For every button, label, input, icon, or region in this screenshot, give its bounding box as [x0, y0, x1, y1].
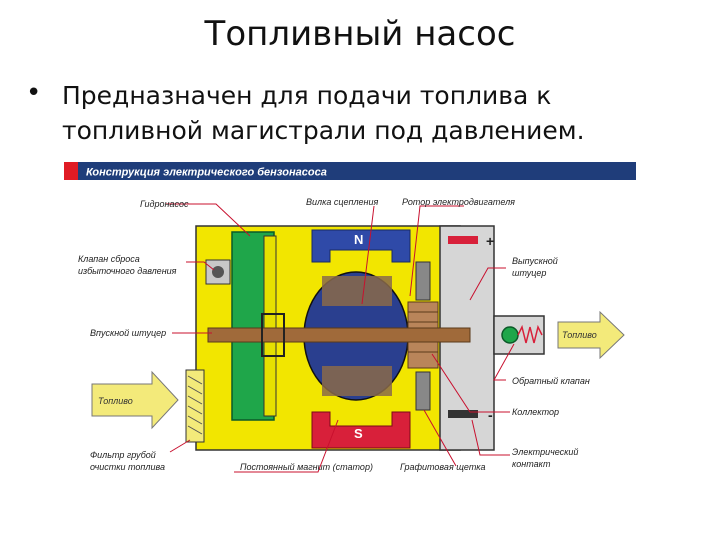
- relief-valve-ball: [212, 266, 224, 278]
- fuel-outlet-label: Топливо: [562, 330, 597, 340]
- coupling-fork: [261, 313, 285, 357]
- fuel-pump-diagram: Конструкция электрического бензонасоса N…: [64, 162, 636, 473]
- magnet-north: [311, 229, 411, 263]
- negative-terminal: [448, 410, 478, 418]
- negative-terminal-sign: -: [488, 407, 493, 423]
- fuel-inlet-label: Топливо: [98, 396, 133, 406]
- diagram-header-band: [64, 162, 636, 180]
- rotor-winding-top: [322, 276, 392, 306]
- bullet-marker: •: [26, 78, 42, 108]
- label-outlet: Выпускной штуцер: [512, 256, 560, 278]
- graphite-brush-top: [415, 261, 431, 301]
- check-valve-spring: [517, 324, 543, 344]
- positive-terminal-sign: +: [486, 233, 494, 249]
- label-magnet: Постоянный магнит (статор): [240, 462, 373, 472]
- label-check-valve: Обратный клапан: [512, 376, 590, 386]
- fuel-outlet-arrow: [557, 310, 625, 360]
- label-brush: Графитовая щетка: [400, 462, 486, 472]
- drive-shaft: [207, 327, 471, 343]
- label-collector: Коллектор: [512, 407, 559, 417]
- diagram-header-text: Конструкция электрического бензонасоса: [86, 167, 327, 179]
- label-coupling: Вилка сцепления: [306, 197, 378, 207]
- label-rotor: Ротор электродвигателя: [402, 197, 515, 207]
- label-pump: Гидронасос: [140, 199, 189, 209]
- diagram-header-accent: [64, 162, 78, 180]
- graphite-brush-bottom: [415, 371, 431, 411]
- slide-title: Топливный насос: [204, 14, 516, 54]
- label-contact: Электрический контакт: [512, 447, 581, 469]
- fuel-inlet-arrow: [91, 370, 179, 430]
- magnet-south-label: S: [354, 426, 363, 441]
- magnet-north-label: N: [354, 232, 363, 247]
- check-valve-ball: [501, 326, 519, 344]
- bullet-text: Предназначен для подачи топлива к топлив…: [62, 81, 585, 145]
- rotor-winding-bottom: [322, 366, 392, 396]
- label-relief-valve: Клапан сброса избыточного давления: [78, 254, 177, 276]
- pump-rotor-plate: [263, 235, 277, 417]
- label-inlet: Впускной штуцер: [90, 328, 166, 338]
- label-filter: Фильтр грубой очистки топлива: [90, 450, 165, 472]
- positive-terminal: [448, 236, 478, 244]
- magnet-south: [311, 411, 411, 449]
